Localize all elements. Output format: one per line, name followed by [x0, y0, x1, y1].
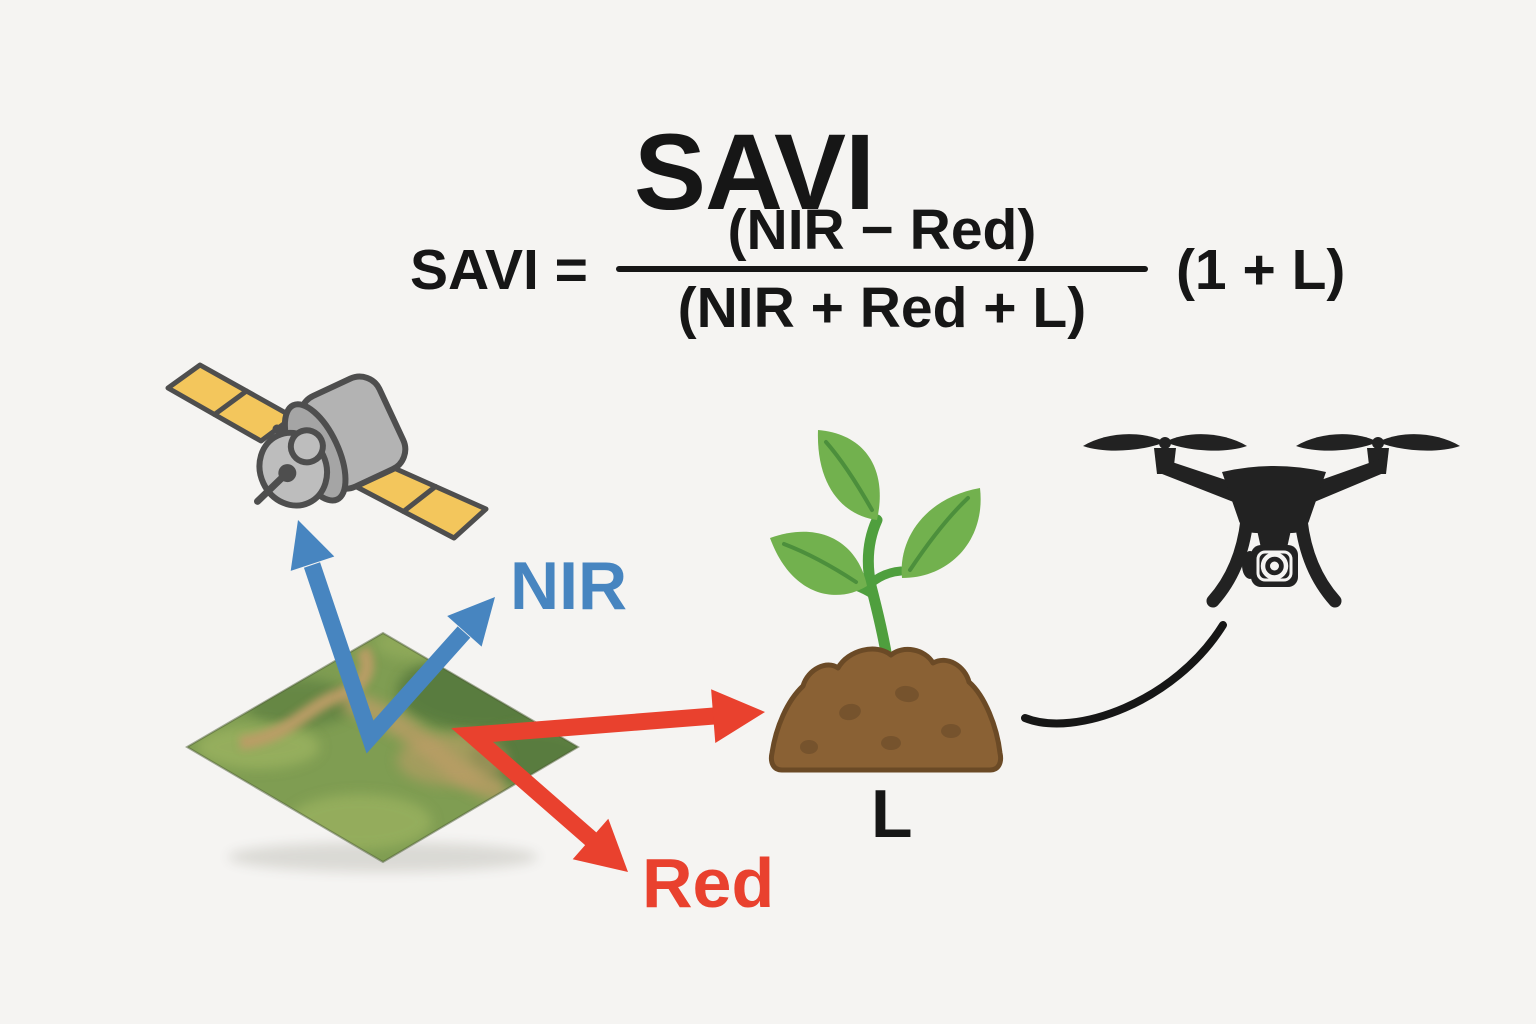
formula-numerator: (NIR − Red): [727, 198, 1037, 262]
soil-spot: [941, 724, 961, 738]
propeller-blade: [1378, 434, 1460, 451]
drone-arm-left: [1157, 458, 1244, 503]
soil-spot: [895, 685, 919, 703]
soil-mound: [768, 646, 1004, 773]
nir-arrowhead-up: [290, 520, 335, 571]
propeller-blade: [1083, 434, 1165, 451]
savi-formula: SAVI = (NIR − Red) (NIR + Red + L) (1 + …: [410, 198, 1346, 341]
plant-branch-right: [865, 566, 906, 589]
camera-face-outline: [1256, 550, 1293, 582]
formula-denominator: (NIR + Red + L): [677, 275, 1087, 340]
leaf-left-vein: [782, 542, 858, 584]
leaf-right-vein: [908, 496, 970, 572]
camera-gimbal-mount: [1257, 530, 1291, 548]
soil-spot: [881, 736, 901, 750]
page-title: SAVI: [633, 111, 875, 233]
terrain-border: [185, 631, 580, 864]
satellite-icon: [165, 362, 489, 541]
propeller-blade: [1296, 434, 1378, 451]
drone-leg-right: [1294, 513, 1342, 608]
nir-label: NIR: [510, 548, 628, 624]
formula-lhs: SAVI =: [410, 237, 588, 302]
fraction-bar: [615, 265, 1148, 272]
nir-arrow-shaft: [303, 562, 471, 754]
red-arrow-shaft: [451, 707, 715, 846]
propeller-hub: [1372, 437, 1384, 449]
nir-reflectance-arrows: [290, 520, 495, 754]
seedling-icon: [770, 430, 981, 664]
drone-icon: [1083, 434, 1460, 608]
right-panel-divider: [401, 484, 438, 514]
red-reflectance-arrows: [451, 689, 765, 872]
red-label: Red: [642, 844, 775, 922]
formula-factor: (1 + L): [1175, 237, 1346, 302]
left-panel-divider: [212, 388, 249, 417]
soil-spot: [839, 703, 861, 721]
drone-arm-right: [1304, 458, 1386, 503]
satellite-body: [253, 373, 409, 509]
red-arrowhead-down: [572, 818, 628, 872]
drone-leg-left: [1206, 513, 1254, 608]
soil-adjustment-label: L: [871, 776, 913, 852]
leaf-left: [770, 531, 867, 595]
soil-mound-icon: [768, 646, 1004, 773]
satellite-antenna-base: [278, 464, 297, 483]
propeller-hub: [1159, 437, 1171, 449]
drone-body: [1222, 466, 1326, 533]
aerial-terrain-image: [185, 631, 580, 872]
satellite-lens-ring: [287, 427, 326, 466]
nir-arrowhead-right: [447, 597, 495, 647]
camera-lens-center: [1270, 561, 1279, 571]
leaf-top-vein: [824, 440, 874, 512]
soil-to-drone-curve: [1021, 621, 1227, 728]
soil-spot: [800, 740, 818, 754]
propeller-blade: [1165, 434, 1247, 451]
camera-lens-icon: [1260, 552, 1289, 580]
formula-fraction: (NIR − Red) (NIR + Red + L): [615, 198, 1148, 341]
red-arrowhead-right: [711, 689, 765, 743]
